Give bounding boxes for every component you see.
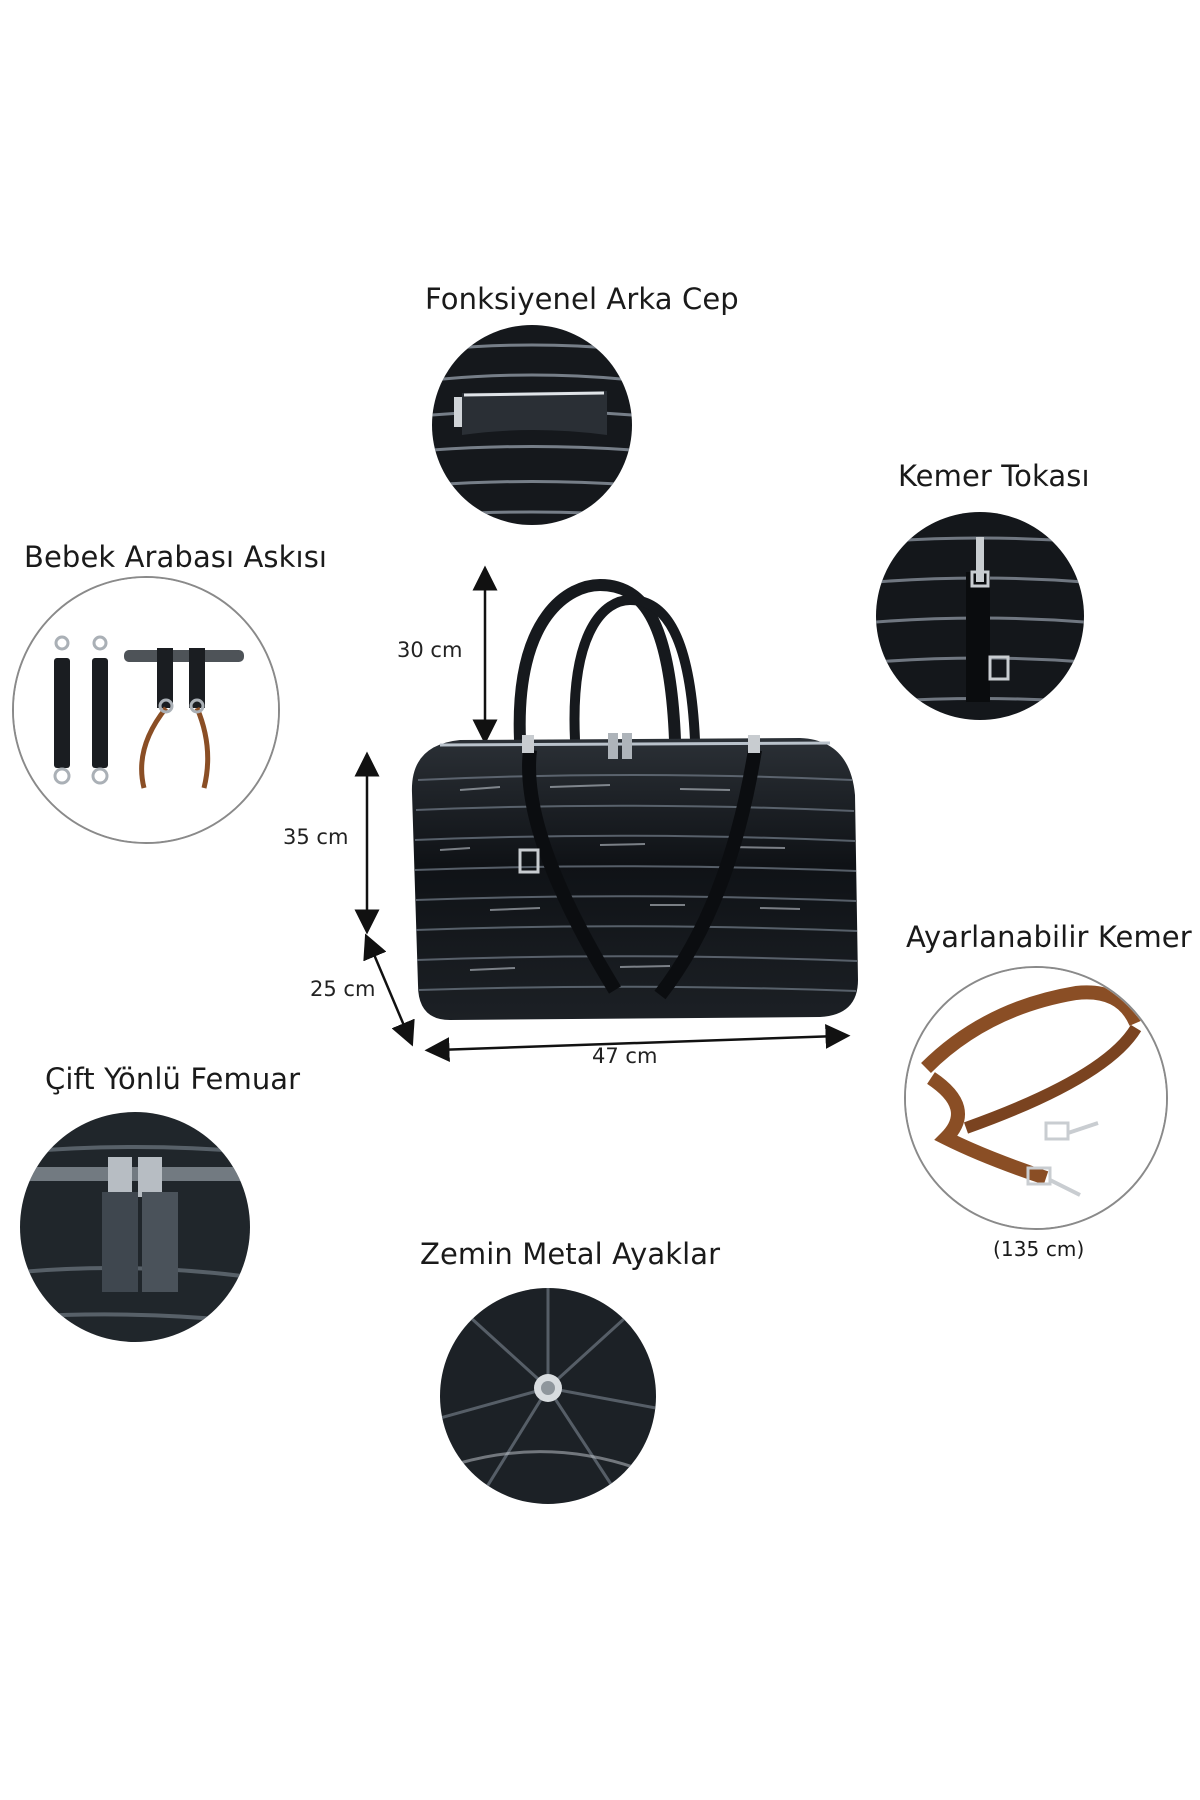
adjustable-strap-photo: [904, 966, 1168, 1230]
label-adjustable-strap: Ayarlanabilir Kemer: [906, 920, 1192, 954]
back-pocket-photo: [432, 325, 632, 525]
stroller-strap-photo: [12, 576, 280, 844]
dim-handle-height: 30 cm: [397, 638, 463, 662]
label-stroller-strap: Bebek Arabası Askısı: [24, 540, 328, 574]
label-back-pocket: Fonksiyenel Arka Cep: [425, 282, 739, 316]
two-way-zipper-photo: [20, 1112, 250, 1342]
label-two-way-zipper: Çift Yönlü Femuar: [45, 1062, 301, 1096]
bag-main-image: [400, 575, 870, 1035]
arrow-depth: [363, 933, 415, 1047]
belt-buckle-photo: [876, 512, 1084, 720]
label-belt-buckle: Kemer Tokası: [898, 459, 1090, 493]
label-strap-length: (135 cm): [993, 1237, 1085, 1261]
label-metal-feet: Zemin Metal Ayaklar: [420, 1237, 721, 1271]
dim-body-height: 35 cm: [283, 825, 349, 849]
arrow-width: [424, 1023, 851, 1063]
metal-feet-photo: [440, 1288, 656, 1504]
